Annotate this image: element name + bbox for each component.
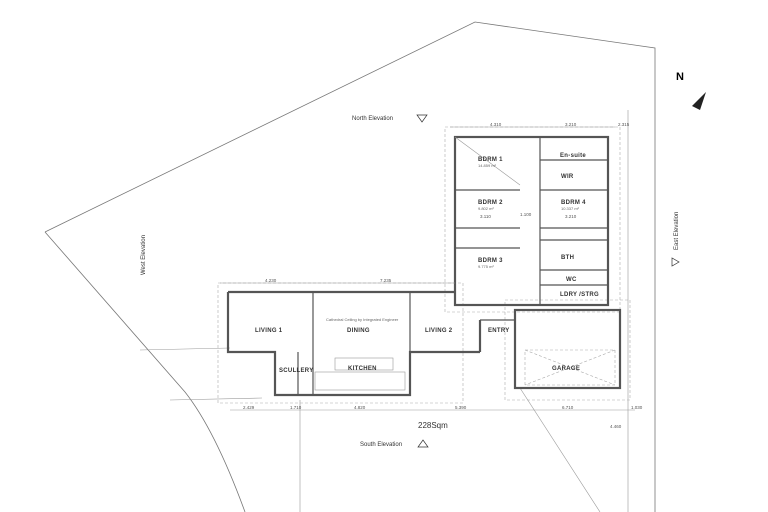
room-laundry: LDRY /STRG bbox=[560, 292, 599, 298]
site-boundary bbox=[44, 21, 656, 512]
room-kitchen: KITCHEN bbox=[348, 366, 377, 372]
north-arrow: N bbox=[676, 71, 706, 110]
room-bdrm1-area: 14.859 m² bbox=[478, 163, 497, 168]
south-elevation-label: South Elevation bbox=[360, 442, 402, 448]
room-bdrm3-area: 9.775 m² bbox=[478, 264, 494, 269]
dim: 6.710 bbox=[562, 405, 574, 410]
room-entry: ENTRY bbox=[488, 328, 510, 334]
room-ensuite: En-suite bbox=[560, 153, 586, 159]
room-scullery: SCULLERY bbox=[279, 368, 314, 374]
dim: 5.390 bbox=[455, 405, 467, 410]
dim: 3.110 bbox=[480, 214, 491, 219]
dim: 4.230 bbox=[265, 278, 277, 283]
room-garage: GARAGE bbox=[552, 366, 580, 372]
walls bbox=[226, 135, 622, 397]
room-bdrm2-area: 9.802 m² bbox=[478, 206, 494, 211]
room-bdrm3: BDRM 3 bbox=[478, 258, 503, 264]
dim: 2.315 bbox=[618, 122, 630, 127]
dim: 7.235 bbox=[380, 278, 392, 283]
dim: 1.710 bbox=[290, 405, 302, 410]
room-wir: WIR bbox=[561, 174, 574, 180]
room-labels: BDRM 1 14.859 m² En-suite WIR BDRM 2 9.8… bbox=[255, 153, 599, 374]
north-elevation-label: North Elevation bbox=[352, 116, 393, 122]
room-dining: DINING bbox=[347, 328, 370, 334]
dim: 4.310 bbox=[490, 122, 502, 127]
dim: 4.460 bbox=[610, 424, 622, 429]
room-bdrm4: BDRM 4 bbox=[561, 200, 586, 206]
room-bdrm4-area: 10.337 m² bbox=[561, 206, 580, 211]
dim: 1.100 bbox=[520, 212, 532, 217]
room-living2: LIVING 2 bbox=[425, 328, 453, 334]
room-bdrm1: BDRM 1 bbox=[478, 157, 503, 163]
east-elevation-label: East Elevation bbox=[674, 212, 680, 250]
room-wc: WC bbox=[566, 277, 577, 283]
dim: 3.210 bbox=[565, 122, 577, 127]
dim: 2.429 bbox=[243, 405, 255, 410]
west-elevation-label: West Elevation bbox=[141, 235, 147, 275]
total-area: 228Sqm bbox=[418, 421, 448, 430]
room-bdrm2: BDRM 2 bbox=[478, 200, 503, 206]
dimensions: 4.310 3.210 2.315 4.230 7.235 2.429 1.71… bbox=[220, 122, 643, 429]
dim: 4.820 bbox=[354, 405, 366, 410]
dim: 3.210 bbox=[565, 214, 577, 219]
north-label: N bbox=[676, 71, 684, 83]
dim: 1.030 bbox=[631, 405, 643, 410]
room-bth: BTH bbox=[561, 255, 574, 261]
ceiling-note: Cathedral Ceiling by Integrated Engineer bbox=[326, 317, 399, 322]
room-living1: LIVING 1 bbox=[255, 328, 283, 334]
